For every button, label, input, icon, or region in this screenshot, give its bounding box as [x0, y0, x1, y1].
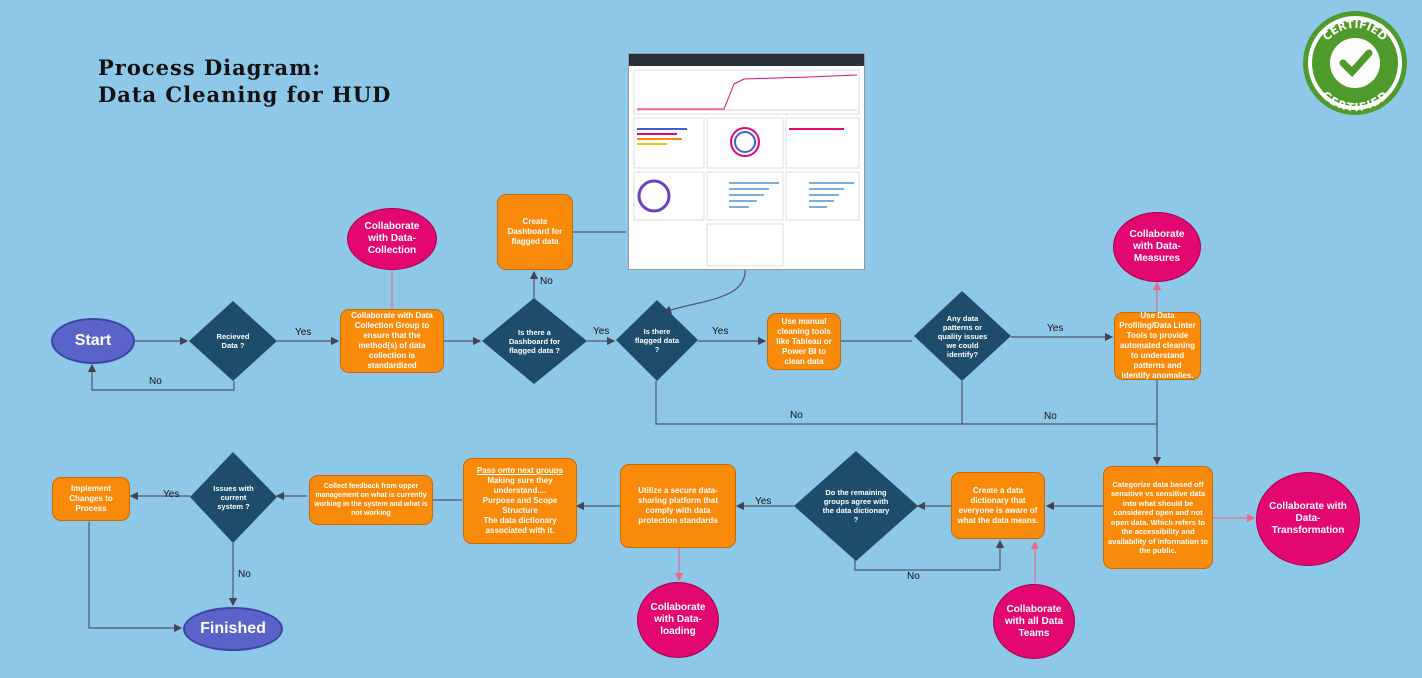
flagged-decision-label: Is there flagged data ? [634, 327, 680, 354]
categorize-label: Categorize data based off sensitive vs s… [1108, 479, 1209, 556]
title-line-2: Data Cleaning for HUD [98, 82, 392, 107]
dashboard-graphic [629, 54, 864, 267]
edge-label-no-patterns: No [1044, 411, 1057, 422]
agree-decision-label: Do the remaining groups agree with the d… [822, 488, 890, 524]
start-label: Start [74, 332, 112, 349]
flagged-decision[interactable]: Is there flagged data ? [616, 300, 698, 381]
collab-all-label: Collaborate with all Data Teams [1004, 603, 1064, 639]
dictionary-step[interactable]: Create a data dictionary that everyone i… [951, 472, 1045, 539]
secure-platform-label: Utilize a secure data-sharing platform t… [637, 486, 718, 525]
edge-label-yes-flagged: Yes [712, 326, 729, 337]
agree-decision[interactable]: Do the remaining groups agree with the d… [794, 451, 918, 561]
diamond-shape [189, 301, 277, 381]
manual-tools-label: Use manual cleaning tools like Tableau o… [776, 316, 832, 366]
feedback-label: Collect feedback from upper management o… [314, 483, 428, 517]
dashboard-decision[interactable]: Is there a Dashboard for flagged data ? [482, 298, 587, 384]
edge-label-no-received: No [149, 376, 162, 387]
pass-groups-step[interactable]: Pass onto next groups Making sure they u… [463, 458, 577, 544]
finished-node[interactable]: Finished [183, 607, 283, 651]
edge-label-no-dashboard: No [540, 276, 553, 287]
diamond-shape [616, 300, 698, 381]
implement-label: Implement Changes to Process [69, 484, 113, 513]
patterns-decision[interactable]: Any data patterns or quality issues we c… [914, 291, 1011, 381]
issues-decision-label: Issues with current system ? [213, 484, 254, 511]
collab-all-node[interactable]: Collaborate with all Data Teams [993, 584, 1075, 659]
manual-tools-step[interactable]: Use manual cleaning tools like Tableau o… [767, 313, 841, 370]
diamond-shape [482, 298, 587, 384]
patterns-decision-label: Any data patterns or quality issues we c… [937, 313, 988, 359]
collaborate-group-step[interactable]: Collaborate with Data Collection Group t… [340, 309, 444, 373]
title-line-1: Process Diagram: [98, 55, 322, 80]
pass-heading: Pass onto next groups [476, 466, 564, 475]
secure-platform-step[interactable]: Utilize a secure data-sharing platform t… [620, 464, 736, 548]
edge-label-yes-received: Yes [295, 327, 312, 338]
create-dashboard-label: Create Dashboard for flagged data [507, 217, 563, 246]
collab-transformation-label: Collaborate with Data-Transformation [1269, 501, 1347, 536]
implement-step[interactable]: Implement Changes to Process [52, 477, 130, 521]
diamond-shape [190, 452, 277, 543]
dictionary-label: Create a data dictionary that everyone i… [957, 485, 1039, 525]
collab-loading-node[interactable]: Collaborate with Data-loading [637, 582, 719, 658]
edge-label-yes-issues: Yes [163, 489, 180, 500]
pass-body-4: The data dictionary associated with it. [483, 516, 557, 535]
collab-transformation-node[interactable]: Collaborate with Data-Transformation [1256, 472, 1360, 566]
collab-loading-label: Collaborate with Data-loading [650, 602, 706, 637]
collab-measures-label: Collaborate with Data-Measures [1129, 229, 1185, 264]
dashboard-thumbnail [628, 53, 865, 270]
edge-label-no-flagged: No [790, 410, 803, 421]
categorize-step[interactable]: Categorize data based off sensitive vs s… [1103, 466, 1213, 569]
finished-label: Finished [200, 620, 266, 637]
collab-collection-label: Collaborate with Data-Collection [364, 221, 420, 256]
pass-body-1: Making sure they understand.... [487, 476, 553, 495]
diamond-shape [794, 451, 918, 561]
create-dashboard-step[interactable]: Create Dashboard for flagged data [497, 194, 573, 270]
edge-label-no-agree: No [907, 571, 920, 582]
profiling-label: Use Data Profiling/Data Linter Tools to … [1119, 311, 1196, 380]
diagram-title: Process Diagram: Data Cleaning for HUD [98, 54, 391, 108]
collaborate-group-label: Collaborate with Data Collection Group t… [351, 311, 433, 370]
edge-label-yes-patterns: Yes [1047, 323, 1064, 334]
start-node[interactable]: Start [51, 318, 135, 364]
received-label: Recieved Data ? [216, 332, 250, 350]
collab-collection-node[interactable]: Collaborate with Data-Collection [347, 208, 437, 270]
feedback-step[interactable]: Collect feedback from upper management o… [309, 475, 433, 525]
collab-measures-node[interactable]: Collaborate with Data-Measures [1113, 212, 1201, 282]
certified-badge-icon: CERTIFIED CERTIFIED [1303, 11, 1407, 115]
dashboard-decision-label: Is there a Dashboard for flagged data ? [508, 327, 561, 355]
edge-label-no-issues: No [238, 569, 251, 580]
diamond-shape [914, 291, 1011, 381]
issues-decision[interactable]: Issues with current system ? [190, 452, 277, 543]
pass-body-2: Purpose and Scope [482, 496, 558, 505]
edge-label-yes-agree: Yes [755, 496, 772, 507]
pass-body-3: Structure [502, 506, 538, 515]
edge-label-yes-dashboard: Yes [593, 326, 610, 337]
profiling-step[interactable]: Use Data Profiling/Data Linter Tools to … [1114, 311, 1201, 380]
received-decision[interactable]: Recieved Data ? [189, 301, 277, 381]
